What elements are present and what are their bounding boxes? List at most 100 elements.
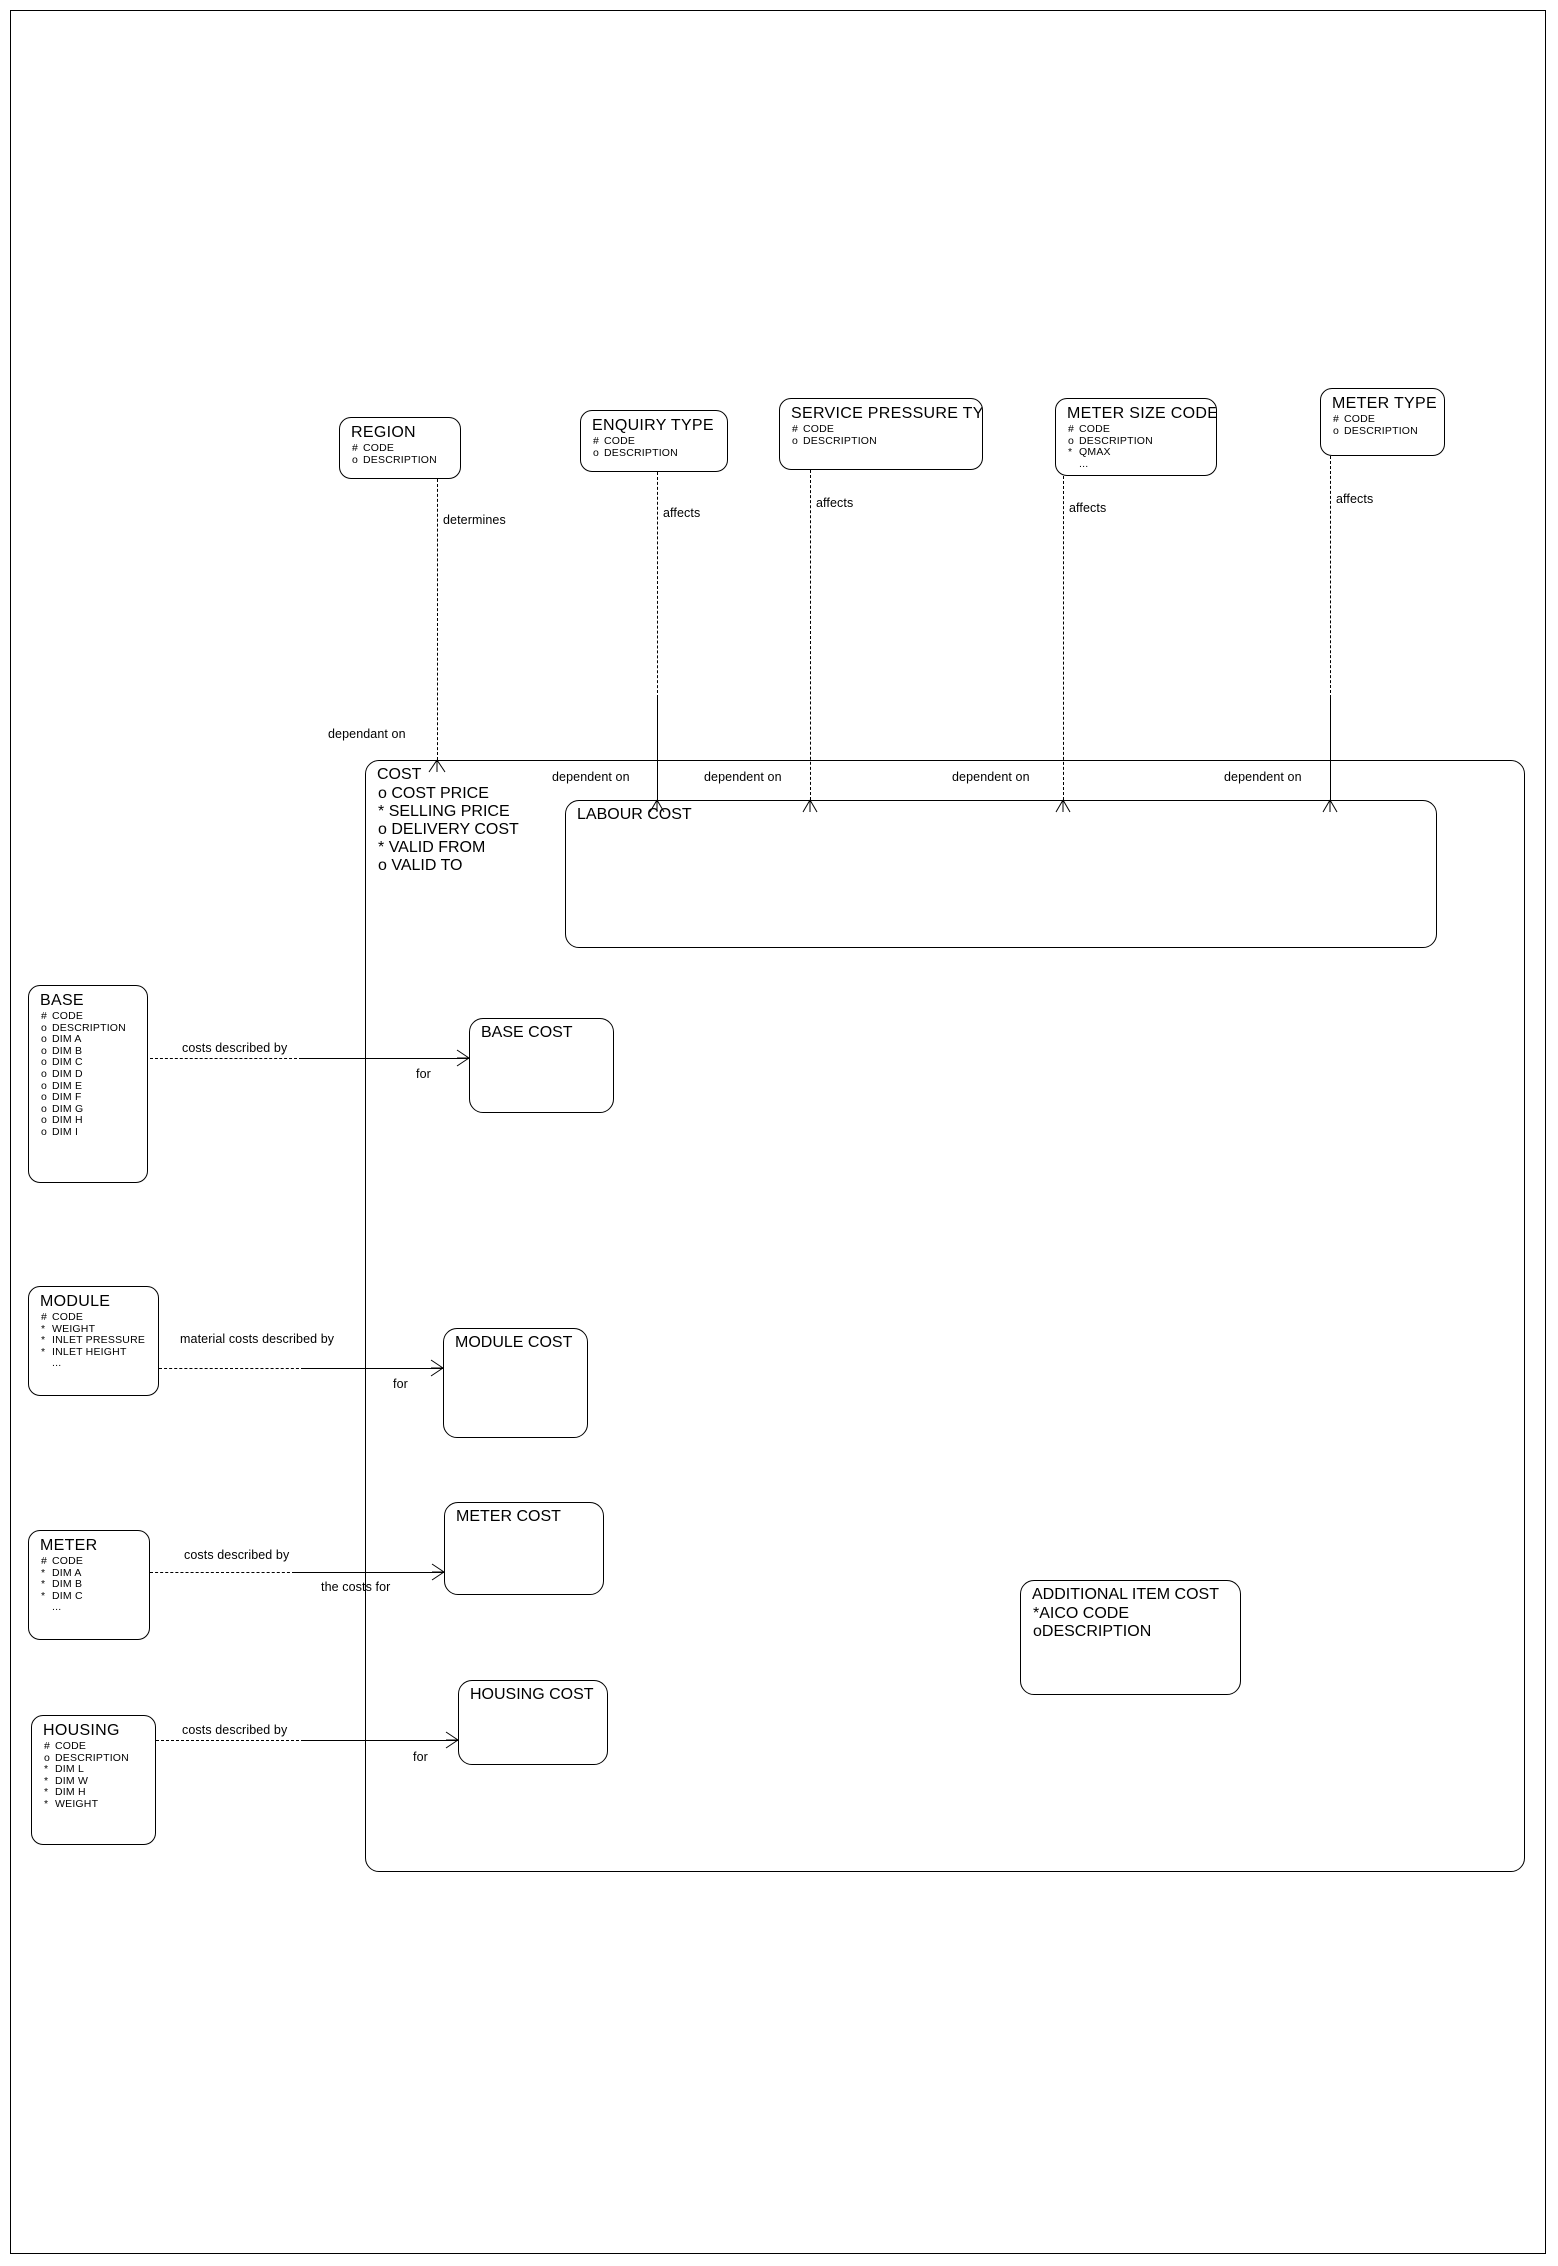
entity-service-pressure-type[interactable]: SERVICE PRESSURE TYPE # CODE o DESCRIPTI… [779,398,983,470]
attribute-name: WEIGHT [55,1797,99,1810]
rellabel-base-costs-described-by: costs described by [182,1041,288,1055]
attribute-mark: * [41,1334,46,1347]
entity-cost-attributes: o COST PRICE * SELLING PRICE o DELIVERY … [378,785,519,875]
attribute-row: o DESCRIPTION [792,434,973,448]
attribute-row: *DIM H [44,1787,146,1799]
entity-labour-cost[interactable]: LABOUR COST [565,800,1437,948]
attribute-row: o DESCRIPTION [352,454,451,467]
rellabel-labour-dependent-on-3: dependent on [952,770,1030,784]
entity-module-attributes: #CODE *WEIGHT *INLET PRESSURE *INLET HEI… [41,1311,149,1370]
attribute-name: DIM H [52,1114,83,1127]
attribute-mark: o [1333,424,1340,437]
attribute-mark: * [41,1345,46,1358]
attribute-mark: o [41,1079,48,1092]
attribute-name: CODE [803,423,835,435]
attribute-name: INLET PRESSURE [52,1334,146,1347]
attribute-name: DESCRIPTION [803,434,877,447]
attribute-mark: # [1068,423,1075,435]
attribute-mark: o [41,1125,48,1138]
entity-additional-item-cost-title: ADDITIONAL ITEM COST [1032,1586,1219,1603]
rellabel-meter-type-affects: affects [1336,492,1374,506]
entity-module-cost[interactable]: MODULE COST [443,1328,588,1438]
attribute-row: *DIM B [41,1579,140,1591]
entity-module[interactable]: MODULE #CODE *WEIGHT *INLET PRESSURE *IN… [28,1286,159,1396]
attribute-mark: o [41,1021,48,1034]
relline-meter-type-labour-dashed [1330,456,1331,698]
attribute-name: CODE [604,435,636,447]
relline-housing-dashed [156,1740,304,1741]
attribute-name: DIM A [52,1033,82,1046]
attribute-mark: * [41,1589,46,1602]
entity-cost[interactable]: COST o COST PRICE * SELLING PRICE o DELI… [365,760,1525,1872]
entity-cost-title: COST [377,766,422,783]
relline-meter-size-labour [1063,476,1064,800]
rellabel-meter-cost-the-costs-for: the costs for [321,1580,391,1594]
attribute-name: DIM A [52,1566,82,1579]
entity-meter-type-title: METER TYPE [1332,395,1437,412]
attribute-row: o DESCRIPTION [1068,435,1207,448]
attribute-mark: o [792,434,799,447]
attribute-mark: o [378,785,387,802]
rellabel-base-cost-for: for [416,1067,431,1081]
rellabel-labour-dependent-on-2: dependent on [704,770,782,784]
attribute-mark: * [41,1322,46,1335]
attribute-mark: * [41,1566,46,1579]
attribute-name: COST PRICE [391,785,489,802]
attribute-name: CODE [52,1010,84,1022]
attribute-name: DIM C [52,1589,83,1602]
entity-base-title: BASE [40,992,84,1009]
attribute-row: o DESCRIPTION [1333,424,1435,438]
entity-base-cost[interactable]: BASE COST [469,1018,614,1113]
relline-enquiry-labour-solid [657,698,658,800]
attribute-mark: * [378,839,385,856]
rellabel-housing-cost-for: for [413,1750,428,1764]
entity-region[interactable]: REGION # CODE o DESCRIPTION [339,417,461,479]
attribute-row: * DIM C [41,1589,140,1603]
attribute-name: ... [52,1601,62,1614]
attribute-mark [41,1358,52,1370]
entity-meter-type[interactable]: METER TYPE # CODE o DESCRIPTION [1320,388,1445,456]
attribute-mark: * [44,1774,49,1787]
attribute-mark: * [1068,446,1073,459]
attribute-row: * INLET PRESSURE [41,1335,149,1347]
attribute-row: o COST PRICE [378,785,519,803]
attribute-mark: o [41,1067,48,1080]
entity-meter-cost[interactable]: METER COST [444,1502,604,1595]
attribute-mark: * [41,1578,46,1591]
attribute-row: # CODE [1333,413,1435,426]
entity-additional-item-cost[interactable]: ADDITIONAL ITEM COST *AICO CODE oDESCRIP… [1020,1580,1241,1695]
attribute-name: DESCRIPTION [1041,1623,1152,1640]
entity-region-title: REGION [351,424,416,441]
entity-enquiry-type[interactable]: ENQUIRY TYPE # CODE o DESCRIPTION [580,410,728,472]
entity-meter-size-code-title: METER SIZE CODE [1067,405,1217,422]
relline-meter-type-labour-solid [1330,698,1331,800]
rellabel-cost-dependant-on: dependant on [328,727,406,741]
attribute-name: DIM W [55,1774,89,1787]
rellabel-module-cost-for: for [393,1377,408,1391]
entity-region-attributes: # CODE o DESCRIPTION [352,442,451,467]
attribute-mark: o [41,1044,48,1057]
attribute-row: # CODE [792,423,973,436]
entity-meter[interactable]: METER #CODE *DIM A *DIM B *DIM C ... [28,1530,150,1640]
relline-base-solid [302,1058,469,1059]
attribute-mark: # [44,1740,51,1752]
attribute-row: *DIM L [44,1764,146,1776]
attribute-row: *WEIGHT [44,1797,146,1811]
entity-enquiry-type-attributes: # CODE o DESCRIPTION [593,435,718,459]
entity-meter-size-code[interactable]: METER SIZE CODE # CODE o DESCRIPTION * Q… [1055,398,1217,476]
entity-housing-cost[interactable]: HOUSING COST [458,1680,608,1765]
entity-base-cost-title: BASE COST [481,1024,573,1041]
